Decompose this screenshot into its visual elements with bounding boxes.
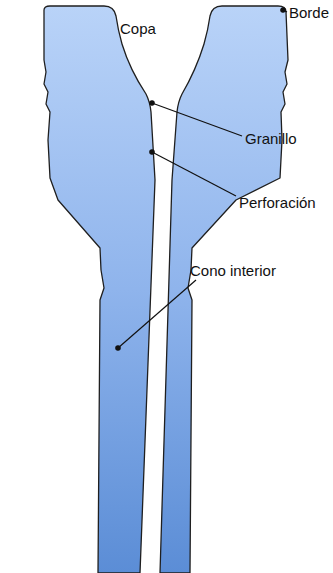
part-label: Copa: [120, 20, 156, 38]
leader-line: [152, 152, 236, 196]
part-label: Borde: [289, 4, 329, 22]
leader-line: [118, 280, 196, 348]
part-label: Cono interior: [190, 262, 276, 280]
part-label: Granillo: [245, 130, 297, 148]
left-wall: [44, 6, 155, 573]
right-wall: [160, 6, 288, 573]
leader-line: [152, 103, 242, 136]
part-label: Perforación: [239, 194, 316, 212]
leader-lines: [116, 8, 287, 350]
leader-line: [283, 10, 287, 12]
